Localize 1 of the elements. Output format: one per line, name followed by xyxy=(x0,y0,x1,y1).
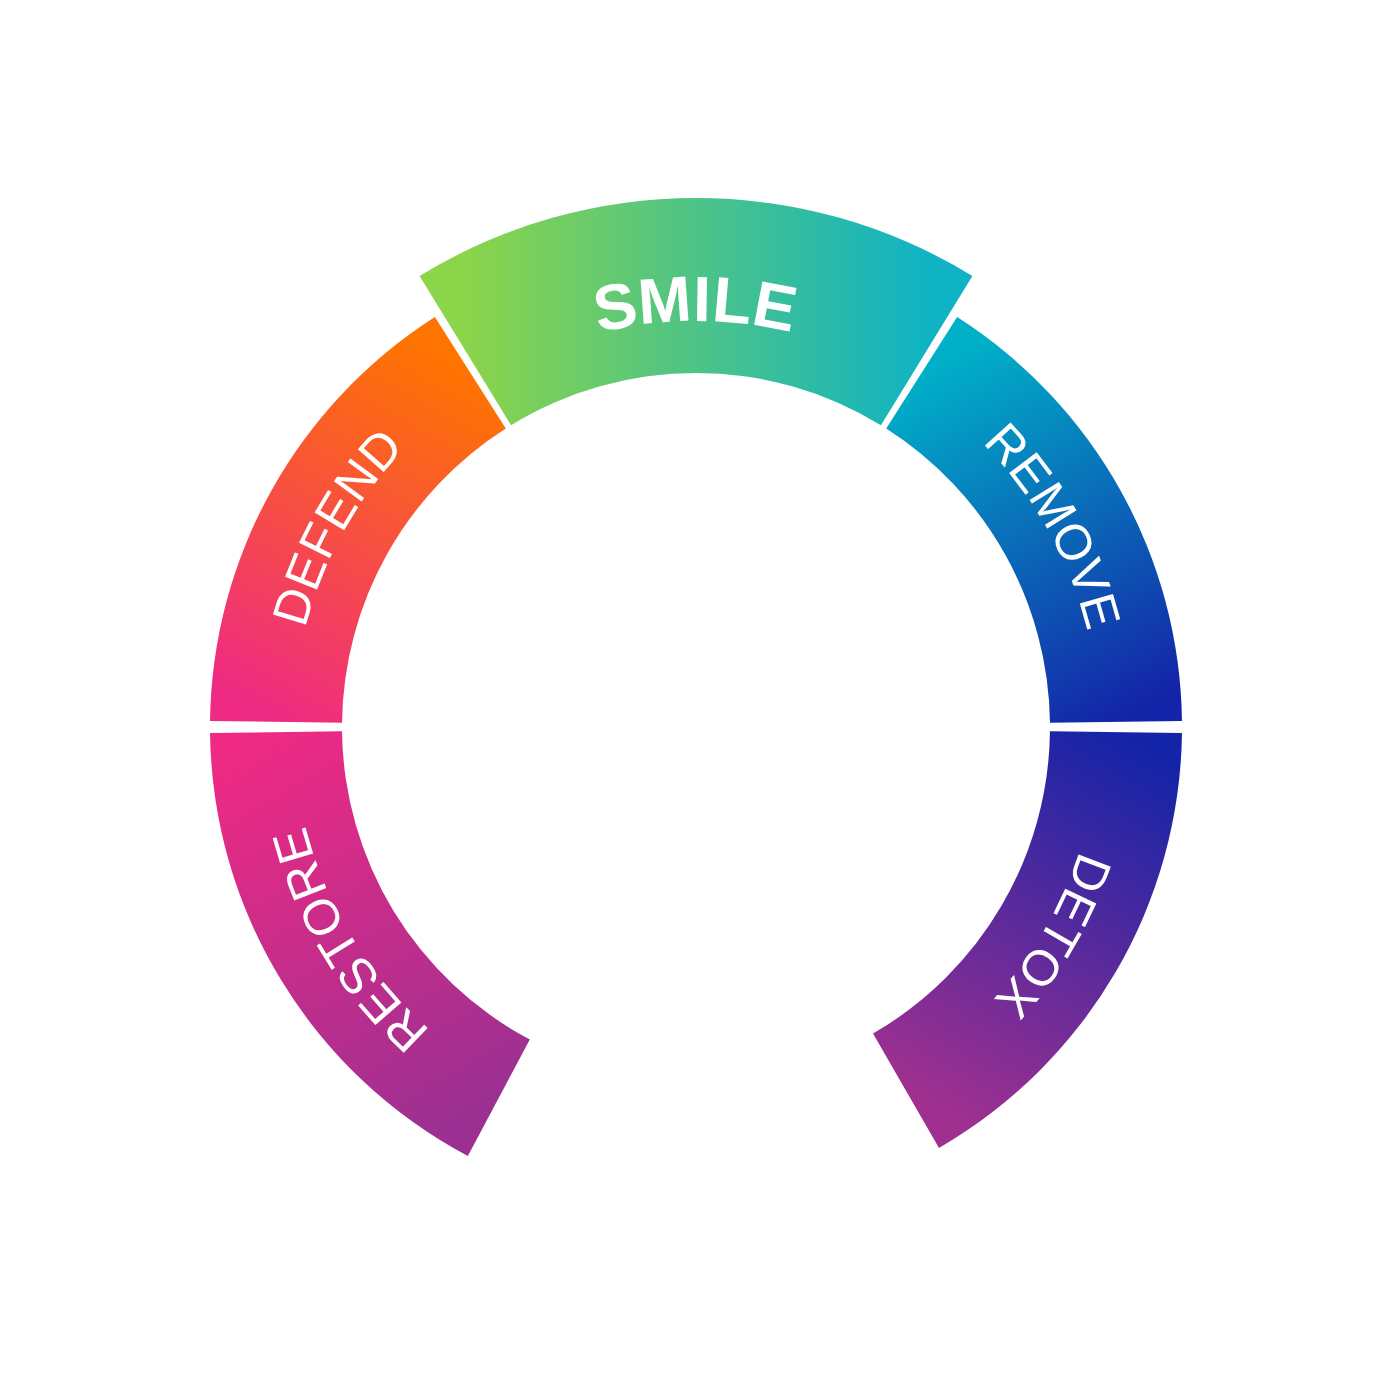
segment-label: SMILE xyxy=(587,262,805,347)
